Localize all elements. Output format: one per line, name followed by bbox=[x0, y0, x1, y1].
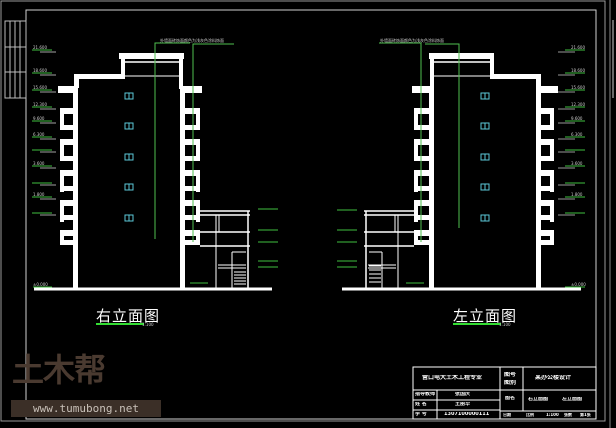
outer-frame bbox=[0, 0, 606, 422]
level-label: 15.600 bbox=[571, 85, 585, 90]
row-value: 王丽华 bbox=[455, 402, 471, 407]
level-label: 6.300 bbox=[571, 132, 583, 137]
level-label: 3.600 bbox=[33, 161, 45, 166]
right-elevation-title: 右立面图 bbox=[96, 307, 161, 325]
left-elevation-building bbox=[342, 42, 581, 291]
right-elevation-annex-marks bbox=[190, 208, 278, 284]
level-label: 21.600 bbox=[571, 45, 585, 50]
left-elevation-title: 左立面图 bbox=[453, 307, 518, 325]
footer-sheets-label: 张数 bbox=[564, 413, 572, 417]
footer-scale: 1:100 bbox=[546, 413, 559, 417]
right-elevation-callout: 外墙面砖饰面颜色为浅灰色涂料饰面 bbox=[160, 38, 224, 43]
left-elevation-scale: 1:100 bbox=[499, 322, 511, 327]
left-elevation-level-marks bbox=[558, 49, 585, 288]
level-label: 3.600 bbox=[571, 161, 583, 166]
row-value: 张国庆 bbox=[455, 392, 471, 397]
watermark-url: www.tumubong.net bbox=[11, 400, 161, 417]
footer-sheet-no: 第1张 bbox=[580, 413, 591, 417]
level-label: 1.800 bbox=[33, 192, 45, 197]
level-label: 1.800 bbox=[571, 192, 583, 197]
school-name: 营口电大土木工程专业 bbox=[422, 375, 483, 381]
drawing-type-label: 图别 bbox=[504, 380, 517, 386]
level-label: ±0.000 bbox=[33, 282, 48, 287]
watermark-logo: 土木帮 bbox=[12, 351, 106, 389]
content-value-1: 右立面图 bbox=[528, 397, 549, 402]
footer-date: 日期 bbox=[503, 413, 511, 417]
inner-frame bbox=[25, 9, 597, 420]
left-elevation-annex-marks bbox=[337, 209, 424, 284]
right-elevation-level-marks bbox=[32, 49, 56, 288]
row-label: 指导教师 bbox=[415, 392, 436, 397]
title-block-grid bbox=[412, 366, 597, 420]
left-elevation-callout: 外墙面砖饰面颜色为浅灰色涂料饰面 bbox=[380, 38, 444, 43]
level-label: 21.600 bbox=[33, 45, 47, 50]
level-label: 9.600 bbox=[33, 116, 45, 121]
level-label: 18.600 bbox=[33, 68, 47, 73]
binding-grid bbox=[4, 20, 27, 99]
footer-scale-label: 比例 bbox=[526, 413, 534, 417]
right-elevation-building bbox=[34, 42, 272, 291]
level-label: 12.300 bbox=[571, 102, 585, 107]
level-label: 15.600 bbox=[33, 85, 47, 90]
content-label: 图名 bbox=[505, 396, 516, 401]
level-label: 6.300 bbox=[33, 132, 45, 137]
row-label: 姓 名 bbox=[415, 402, 427, 407]
row-label: 学 号 bbox=[415, 412, 427, 417]
content-value-2: 左立面图 bbox=[562, 397, 583, 402]
level-label: 9.600 bbox=[571, 116, 583, 121]
right-elevation-scale: 1:100 bbox=[142, 322, 154, 327]
project-name: 某办公楼设计 bbox=[535, 375, 572, 381]
level-label: ±0.000 bbox=[571, 282, 586, 287]
row-value: 1307100000111 bbox=[444, 412, 490, 417]
level-label: 12.300 bbox=[33, 102, 47, 107]
level-label: 18.600 bbox=[571, 68, 585, 73]
drawing-no-label: 图号 bbox=[504, 372, 517, 378]
